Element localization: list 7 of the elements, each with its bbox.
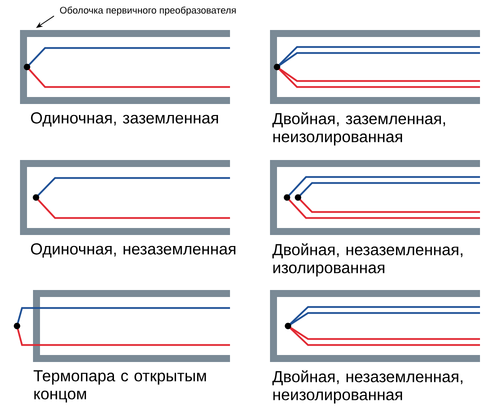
node-label: Одиночная, незаземленная: [31, 243, 236, 258]
node-label: Двойная, незаземленная, изолированная: [272, 243, 462, 276]
node-label: Двойная, незаземленная, неизолированная: [272, 370, 462, 404]
leader-label: Оболочка первичного преобразователя: [60, 6, 236, 16]
node-label: Термопара с открытым концом: [34, 370, 206, 402]
node-label: Двойная, заземленная, неизолированная: [272, 112, 445, 146]
node-label: Одиночная, заземленная: [31, 112, 218, 127]
